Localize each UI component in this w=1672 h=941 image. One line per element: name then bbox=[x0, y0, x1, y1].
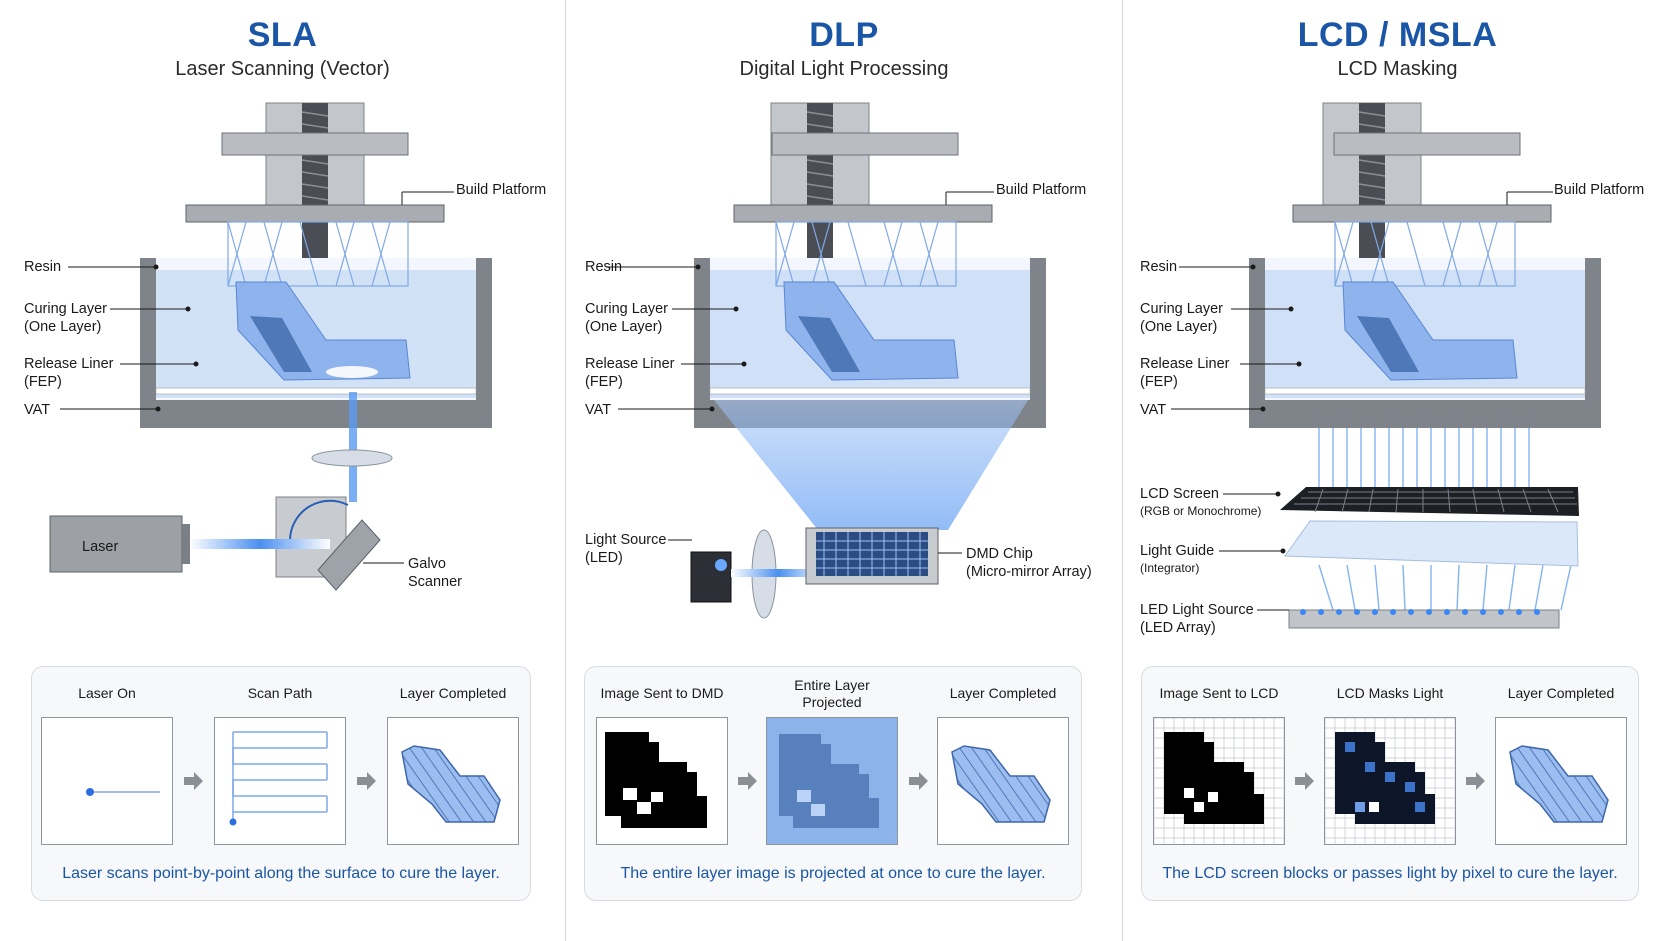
arrow-right-icon bbox=[1466, 772, 1485, 790]
lead-screw bbox=[302, 103, 328, 263]
step-title: Projected bbox=[802, 694, 862, 710]
part-shadow bbox=[250, 316, 312, 372]
lcd-screen bbox=[1280, 487, 1579, 516]
dlp-steps-box: Image Sent to DMD Entire Layer Projected… bbox=[584, 666, 1082, 901]
label-release-liner: Release Liner bbox=[585, 356, 675, 372]
label-curing-layer-sub: (One Layer) bbox=[1140, 319, 1218, 335]
build-platform bbox=[185, 204, 445, 223]
label-release-liner: Release Liner bbox=[24, 356, 114, 372]
label-light-guide-sub: (Integrator) bbox=[1140, 561, 1200, 575]
step-title: Image Sent to LCD bbox=[1159, 685, 1279, 701]
label-galvo-sub: Scanner bbox=[408, 574, 463, 590]
label-dmd-sub: (Micro-mirror Array) bbox=[966, 564, 1092, 580]
label-curing-layer: Curing Layer bbox=[1140, 301, 1224, 317]
projection-cone bbox=[714, 400, 1028, 530]
laser-beam-horizontal bbox=[190, 539, 330, 549]
step-image-laser-on bbox=[41, 717, 173, 845]
led-body bbox=[690, 551, 732, 603]
panel-subtitle: Laser Scanning (Vector) bbox=[175, 58, 390, 80]
step-title: Entire Layer bbox=[794, 677, 870, 693]
label-build-platform: Build Platform bbox=[996, 182, 1087, 198]
panel-sla: SLA Laser Scanning (Vector) bbox=[0, 0, 565, 941]
step-image-projected bbox=[766, 717, 898, 845]
label-light-source-sub: (LED) bbox=[585, 550, 623, 566]
cure-spot bbox=[326, 366, 378, 378]
focus-lens bbox=[311, 449, 393, 467]
galvo-rotation-arc bbox=[289, 499, 349, 541]
label-curing-layer: Curing Layer bbox=[24, 301, 108, 317]
sla-steps-box: Laser On Scan Path Layer Completed bbox=[31, 666, 531, 901]
label-curing-layer: Curing Layer bbox=[585, 301, 669, 317]
panel-lcd: LCD / MSLA LCD Masking bbox=[1123, 0, 1672, 941]
arrow-right-icon bbox=[184, 772, 203, 790]
label-lcd-screen-sub: (RGB or Monochrome) bbox=[1140, 504, 1262, 518]
arrow-right-icon bbox=[357, 772, 376, 790]
label-release-liner-sub: (FEP) bbox=[585, 374, 623, 390]
panel-title: DLP bbox=[809, 16, 879, 54]
step-title: Layer Completed bbox=[1507, 685, 1615, 701]
step-image-layer-completed bbox=[937, 717, 1069, 845]
label-light-source: Light Source bbox=[585, 532, 667, 548]
label-dmd: DMD Chip bbox=[966, 546, 1033, 562]
step-title: Laser On bbox=[78, 685, 136, 701]
label-led-sub: (LED Array) bbox=[1140, 620, 1216, 636]
gantry bbox=[221, 132, 409, 156]
light-guide bbox=[1284, 520, 1579, 567]
label-galvo: Galvo bbox=[408, 556, 446, 572]
panel-dlp: DLP Digital Light Processing bbox=[566, 0, 1122, 941]
label-build-platform: Build Platform bbox=[1554, 182, 1645, 198]
step-image-scan-path bbox=[214, 717, 346, 845]
led-beam bbox=[731, 569, 826, 577]
label-vat: VAT bbox=[1140, 402, 1167, 418]
lcd-diagram bbox=[1171, 102, 1601, 629]
label-release-liner-sub: (FEP) bbox=[1140, 374, 1178, 390]
sla-caption: Laser scans point-by-point along the sur… bbox=[62, 865, 500, 882]
label-lcd-screen: LCD Screen bbox=[1140, 486, 1219, 502]
lcd-caption: The LCD screen blocks or passes light by… bbox=[1162, 865, 1618, 882]
label-resin: Resin bbox=[1140, 259, 1178, 275]
laser-body bbox=[49, 515, 183, 573]
label-laser: Laser bbox=[82, 539, 119, 555]
light-rays bbox=[1318, 428, 1572, 611]
panel-subtitle: LCD Masking bbox=[1337, 58, 1458, 80]
label-resin: Resin bbox=[585, 259, 623, 275]
step-title: Layer Completed bbox=[399, 685, 507, 701]
label-vat: VAT bbox=[24, 402, 51, 418]
dlp-diagram bbox=[606, 102, 1046, 619]
step-title: Image Sent to DMD bbox=[600, 685, 724, 701]
galvo-mirror bbox=[317, 519, 381, 591]
arrow-right-icon bbox=[909, 772, 928, 790]
dlp-caption: The entire layer image is projected at o… bbox=[620, 865, 1046, 882]
label-curing-layer-sub: (One Layer) bbox=[24, 319, 102, 335]
led-emitter bbox=[715, 559, 727, 571]
label-resin: Resin bbox=[24, 259, 62, 275]
label-release-liner-sub: (FEP) bbox=[24, 374, 62, 390]
laser-beam-vertical bbox=[349, 392, 357, 502]
step-image-lcd-mask bbox=[1324, 717, 1456, 845]
label-vat: VAT bbox=[585, 402, 612, 418]
panel-title: SLA bbox=[247, 16, 318, 54]
panel-subtitle: Digital Light Processing bbox=[739, 58, 949, 80]
arrow-right-icon bbox=[738, 772, 757, 790]
label-led: LED Light Source bbox=[1140, 602, 1254, 618]
label-light-guide: Light Guide bbox=[1140, 543, 1215, 559]
panel-divider bbox=[565, 0, 566, 941]
step-title: Layer Completed bbox=[949, 685, 1057, 701]
panel-title: LCD / MSLA bbox=[1297, 16, 1498, 54]
step-image-lcd-bitmap bbox=[1153, 717, 1285, 845]
step-image-dmd-bitmap bbox=[596, 717, 728, 845]
fep-film bbox=[155, 387, 477, 395]
step-image-layer-completed bbox=[387, 717, 519, 845]
sla-diagram bbox=[49, 102, 492, 591]
panel-divider bbox=[1122, 0, 1123, 941]
label-build-platform: Build Platform bbox=[456, 182, 547, 198]
label-release-liner: Release Liner bbox=[1140, 356, 1230, 372]
arrow-right-icon bbox=[1295, 772, 1314, 790]
label-curing-layer-sub: (One Layer) bbox=[585, 319, 663, 335]
lcd-steps-box: Image Sent to LCD LCD Masks Light Layer … bbox=[1141, 666, 1639, 901]
step-title: Scan Path bbox=[247, 685, 313, 701]
step-title: LCD Masks Light bbox=[1336, 685, 1444, 701]
step-image-layer-completed bbox=[1495, 717, 1627, 845]
